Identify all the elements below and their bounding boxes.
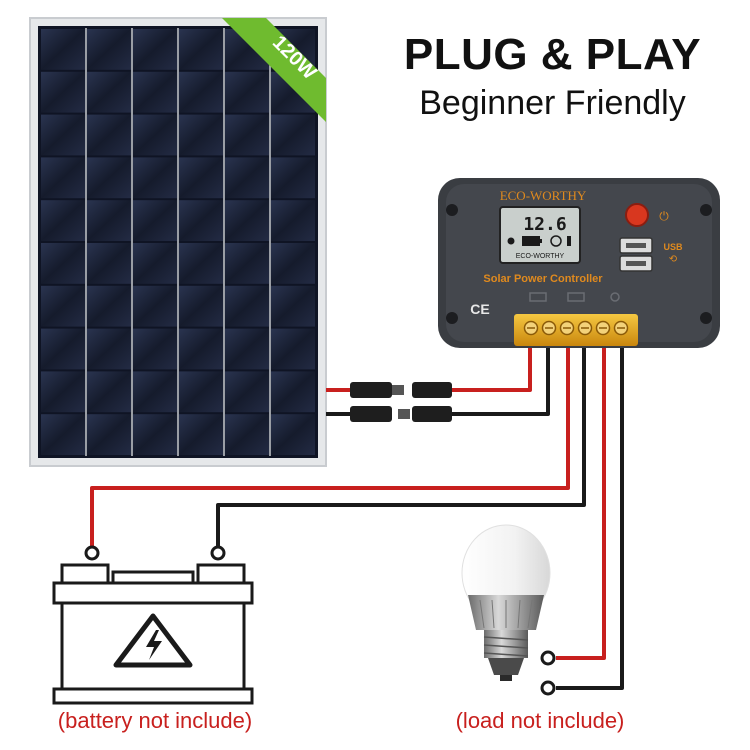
solar-cell [271,200,315,241]
solar-cell [41,243,85,284]
load-caption: (load not include) [455,708,625,733]
solar-cell [41,114,85,156]
solar-cell [271,328,315,370]
terminal-block [514,314,638,346]
solar-cell [87,200,131,241]
solar-cell [133,29,177,70]
solar-cell [87,29,131,70]
solar-cell [87,114,131,156]
solar-cell [133,71,177,113]
battery [52,545,254,705]
solar-cell [271,114,315,156]
mc4-connectors [326,382,452,422]
solar-cell [271,285,315,327]
solar-cell [225,243,269,284]
solar-cell [133,200,177,241]
solar-cell [271,157,315,199]
subheadline: Beginner Friendly [419,84,686,122]
terminal-screws [523,320,629,336]
solar-cell [179,200,223,241]
solar-cell [87,414,131,455]
battery-caption: (battery not include) [57,708,253,733]
solar-cell [133,414,177,455]
solar-cell [179,285,223,327]
solar-cell [87,71,131,113]
solar-cell [179,243,223,284]
solar-cell [133,243,177,284]
solar-cell [133,157,177,199]
ce-mark: CE [470,301,489,317]
solar-cell [225,200,269,241]
light-bulb [461,524,556,696]
wiring [90,344,624,690]
solar-cell [133,285,177,327]
solar-cell [271,414,315,455]
solar-cell [133,328,177,370]
solar-cell [225,285,269,327]
solar-cell [179,114,223,156]
lcd-voltage-value: 12.6 [523,214,566,235]
solar-cell [179,371,223,413]
controller-brand: ECO-WORTHY [500,188,587,203]
lcd-status-icons [507,235,571,247]
solar-cell [41,200,85,241]
usb-icon: ⟲ [669,254,678,265]
solar-cell [41,414,85,455]
solar-cell [225,114,269,156]
usb-ports: USB ⟲ [619,237,683,272]
terminal-icons [529,292,620,302]
solar-cell [41,29,85,70]
controller-title: Solar Power Controller [483,273,603,285]
solar-cell [179,414,223,455]
solar-cell [41,285,85,327]
solar-cell [87,243,131,284]
charge-controller: ECO-WORTHY 12.6 ECO-WORTHY ⏻ USB ⟲ [438,178,720,348]
solar-cell [225,371,269,413]
lightning-warning-icon [113,613,193,668]
solar-cell [271,243,315,284]
solar-cell [133,114,177,156]
headline: PLUG & PLAY [403,30,702,79]
solar-cell [225,157,269,199]
power-icon: ⏻ [659,209,669,223]
solar-cell [87,157,131,199]
solar-cell [225,328,269,370]
solar-cell [41,371,85,413]
solar-cell [271,371,315,413]
lcd-brand: ECO-WORTHY [516,253,565,260]
solar-panel: 120W [29,17,327,467]
solar-cell [179,157,223,199]
solar-cell [179,328,223,370]
solar-cell [179,29,223,70]
solar-cell [87,285,131,327]
usb-label: USB [663,242,683,252]
solar-cell [133,371,177,413]
solar-cell [87,371,131,413]
power-button[interactable] [625,203,649,227]
solar-cell [41,157,85,199]
solar-cell [87,328,131,370]
lcd-display: 12.6 ECO-WORTHY [499,206,581,264]
solar-cell [179,71,223,113]
solar-cell [225,71,269,113]
solar-cell [41,328,85,370]
solar-cell [225,414,269,455]
solar-cell [41,71,85,113]
